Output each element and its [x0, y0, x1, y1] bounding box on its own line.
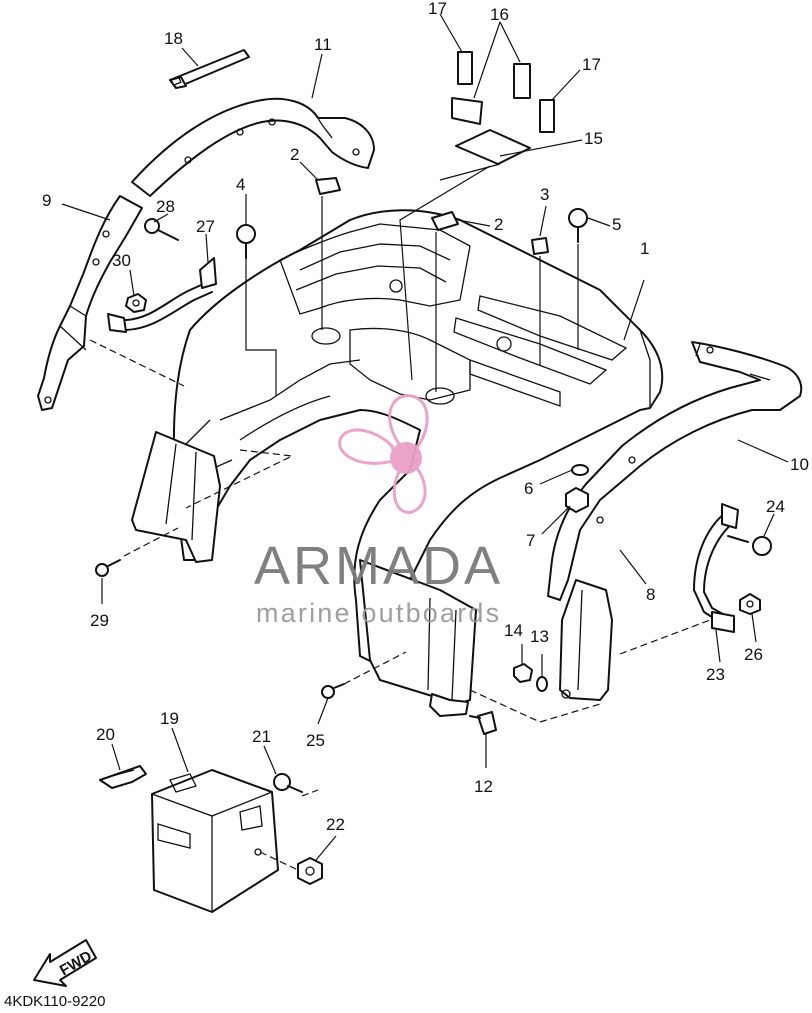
callout-23: 23 [706, 665, 725, 684]
washer-13 [536, 676, 548, 692]
callout-19: 19 [160, 709, 179, 728]
assembly-lines [89, 163, 711, 871]
callout-22: 22 [326, 815, 345, 834]
nut-7 [565, 487, 589, 513]
fwd-arrow: FWD [33, 939, 97, 987]
strap-part [169, 49, 250, 89]
clip-20 [99, 765, 147, 789]
diagram-code: 4KDK110-9220 [4, 993, 105, 1010]
grommet-2-right [431, 211, 459, 231]
callout-21: 21 [252, 727, 271, 746]
callout-17: 17 [428, 0, 447, 18]
callout-27: 27 [196, 217, 215, 236]
left-mudflap [131, 431, 221, 563]
watermark-brand: ARMADA [254, 536, 503, 596]
bolt-12 [469, 711, 497, 735]
watermark: ARMADA marine outboards [254, 394, 503, 628]
callout-leaders [61, 13, 789, 861]
callout-9: 9 [42, 191, 51, 210]
callout-2: 2 [290, 145, 299, 164]
watermark-tagline: marine outboards [256, 598, 501, 628]
right-bracket [693, 503, 739, 633]
callout-11: 11 [314, 35, 332, 54]
callout-3: 3 [540, 185, 549, 204]
callout-20: 20 [96, 725, 115, 744]
bolt-28 [144, 218, 179, 241]
bolt-4 [236, 224, 256, 259]
callout-30: 30 [112, 251, 131, 270]
callout-29: 29 [90, 611, 109, 630]
pad-17-left [457, 51, 473, 85]
nut-14 [513, 663, 533, 683]
callout-15: 15 [584, 129, 603, 148]
pad-17-right [539, 99, 555, 133]
callout-4: 4 [236, 175, 245, 194]
pad-16-right [513, 63, 531, 99]
callout-13: 13 [530, 627, 549, 646]
grommet-3 [531, 237, 549, 255]
parts-artwork: FWD [33, 49, 803, 987]
bolt-5 [568, 208, 588, 243]
callout-2: 2 [494, 215, 503, 234]
callout-7: 7 [526, 531, 535, 550]
pad-15 [455, 129, 531, 165]
callout-numbers: 17 16 18 11 17 15 2 9 4 28 27 30 3 2 5 1… [42, 0, 809, 834]
callout-17: 17 [582, 55, 601, 74]
right-grab-bar [547, 341, 803, 601]
washer-6 [571, 464, 589, 476]
callout-12: 12 [474, 777, 493, 796]
callout-10: 10 [790, 455, 809, 474]
callout-1: 1 [640, 239, 649, 258]
storage-box-19 [151, 769, 279, 913]
left-grab-bar [131, 97, 375, 197]
callout-25: 25 [306, 731, 325, 750]
callout-16: 16 [490, 5, 509, 24]
grommet-2-left [315, 177, 341, 195]
left-side-flap [37, 195, 143, 411]
right-side-flap [559, 579, 613, 701]
bolt-24 [727, 535, 772, 556]
bolt-29 [95, 559, 121, 577]
callout-28: 28 [156, 197, 175, 216]
propeller-logo [338, 394, 429, 514]
callout-8: 8 [646, 585, 655, 604]
callout-6: 6 [524, 479, 533, 498]
bolt-25 [321, 683, 345, 699]
nut-30 [125, 293, 147, 313]
nut-26 [739, 593, 761, 615]
left-bracket [107, 257, 217, 333]
bolt-21 [273, 773, 303, 793]
callout-26: 26 [744, 645, 763, 664]
callout-24: 24 [766, 497, 785, 516]
callout-14: 14 [504, 621, 523, 640]
callout-5: 5 [612, 215, 621, 234]
pad-16-left [451, 97, 483, 125]
callout-18: 18 [164, 29, 183, 48]
nut-22 [297, 857, 323, 885]
center-mudflap [359, 559, 477, 717]
